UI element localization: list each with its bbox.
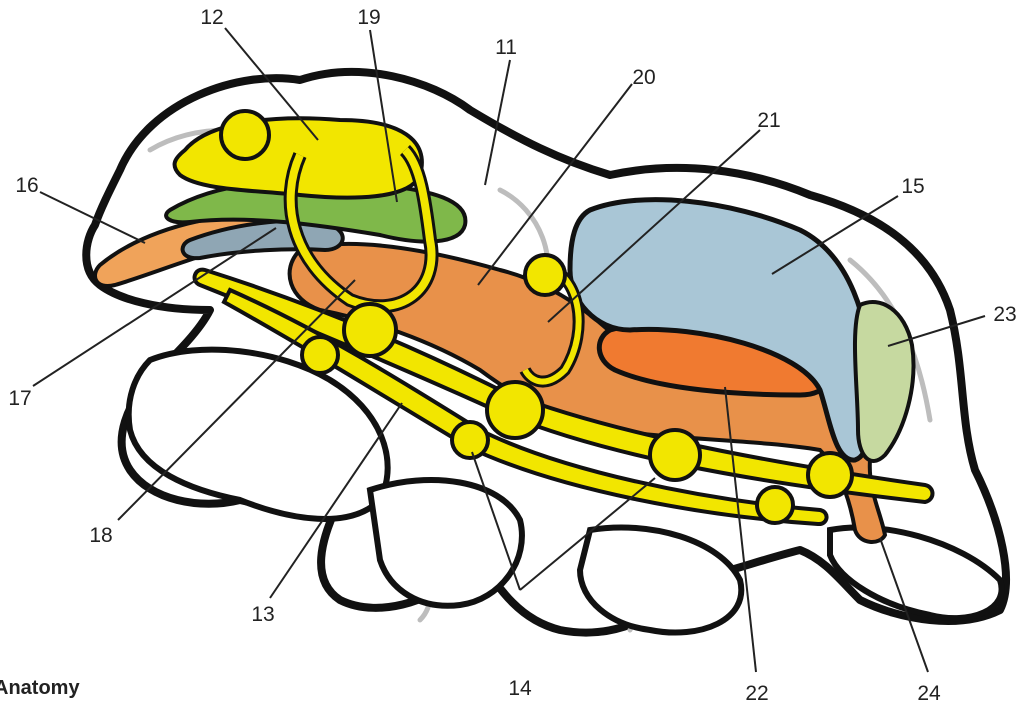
label-20: 20	[632, 66, 655, 89]
ganglion-5	[525, 255, 565, 295]
ganglion-2	[487, 382, 543, 438]
label-24: 24	[917, 682, 941, 705]
ganglion-8	[757, 487, 793, 523]
label-18: 18	[89, 524, 112, 547]
label-11: 11	[495, 36, 517, 59]
ganglion-7	[302, 337, 338, 373]
lower-flipper	[370, 480, 522, 606]
ganglion-1	[344, 304, 396, 356]
label-17: 17	[8, 387, 31, 410]
label-16: 16	[15, 174, 38, 197]
ganglion-3	[650, 430, 700, 480]
label-22: 22	[745, 682, 768, 705]
ganglion-4	[808, 453, 852, 497]
label-19: 19	[357, 6, 380, 29]
label-21: 21	[757, 109, 780, 132]
ganglion-head	[221, 111, 269, 159]
label-14: 14	[508, 677, 532, 700]
caption: Anatomy	[0, 677, 80, 700]
label-23: 23	[993, 303, 1016, 326]
ganglion-6	[452, 422, 488, 458]
label-13: 13	[251, 603, 274, 626]
label-12: 12	[200, 6, 223, 29]
label-15: 15	[901, 175, 924, 198]
